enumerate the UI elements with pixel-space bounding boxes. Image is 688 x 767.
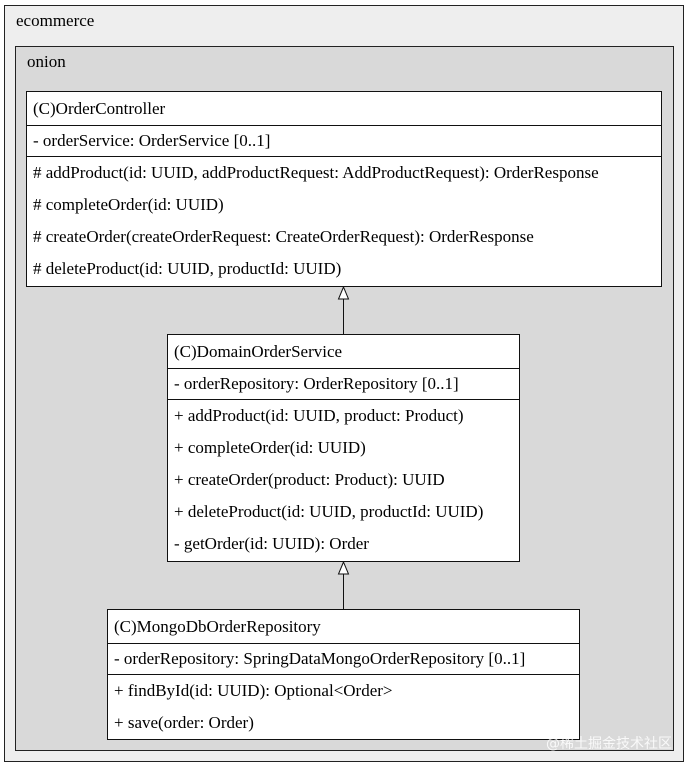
attribute-row: - orderRepository: SpringDataMongoOrderR…	[114, 649, 526, 668]
operation-row: # createOrder(createOrderRequest: Create…	[33, 227, 534, 246]
operation-row: # deleteProduct(id: UUID, productId: UUI…	[33, 259, 342, 278]
class-attributes: - orderRepository: SpringDataMongoOrderR…	[108, 644, 579, 675]
operation-row: - getOrder(id: UUID): Order	[174, 534, 369, 553]
class-name: (C)DomainOrderService	[168, 335, 519, 369]
class-name: (C)MongoDbOrderRepository	[108, 610, 579, 644]
class-attributes: - orderService: OrderService [0..1]	[27, 126, 661, 157]
attribute-row: - orderRepository: OrderRepository [0..1…	[174, 374, 459, 393]
class-operations: + addProduct(id: UUID, product: Product)…	[168, 400, 519, 560]
class-name: (C)OrderController	[27, 92, 661, 126]
operation-row: + createOrder(product: Product): UUID	[174, 470, 445, 489]
package-label-onion: onion	[27, 52, 66, 71]
operation-row: + findById(id: UUID): Optional<Order>	[114, 681, 393, 700]
class-operations: # addProduct(id: UUID, addProductRequest…	[27, 157, 661, 285]
class-mongo-db-order-repository[interactable]: (C)MongoDbOrderRepository - orderReposit…	[107, 609, 580, 740]
operation-row: + deleteProduct(id: UUID, productId: UUI…	[174, 502, 484, 521]
attribute-row: - orderService: OrderService [0..1]	[33, 131, 271, 150]
class-order-controller[interactable]: (C)OrderController - orderService: Order…	[26, 91, 662, 287]
operation-row: + completeOrder(id: UUID)	[174, 438, 366, 457]
operation-row: # addProduct(id: UUID, addProductRequest…	[33, 163, 599, 182]
package-label-ecommerce: ecommerce	[16, 11, 95, 30]
class-operations: + findById(id: UUID): Optional<Order> + …	[108, 675, 579, 739]
operation-row: + save(order: Order)	[114, 713, 254, 732]
class-attributes: - orderRepository: OrderRepository [0..1…	[168, 369, 519, 400]
operation-row: + addProduct(id: UUID, product: Product)	[174, 406, 464, 425]
operation-row: # completeOrder(id: UUID)	[33, 195, 224, 214]
watermark: @稀土掘金技术社区	[546, 736, 672, 752]
class-domain-order-service[interactable]: (C)DomainOrderService - orderRepository:…	[167, 334, 520, 562]
